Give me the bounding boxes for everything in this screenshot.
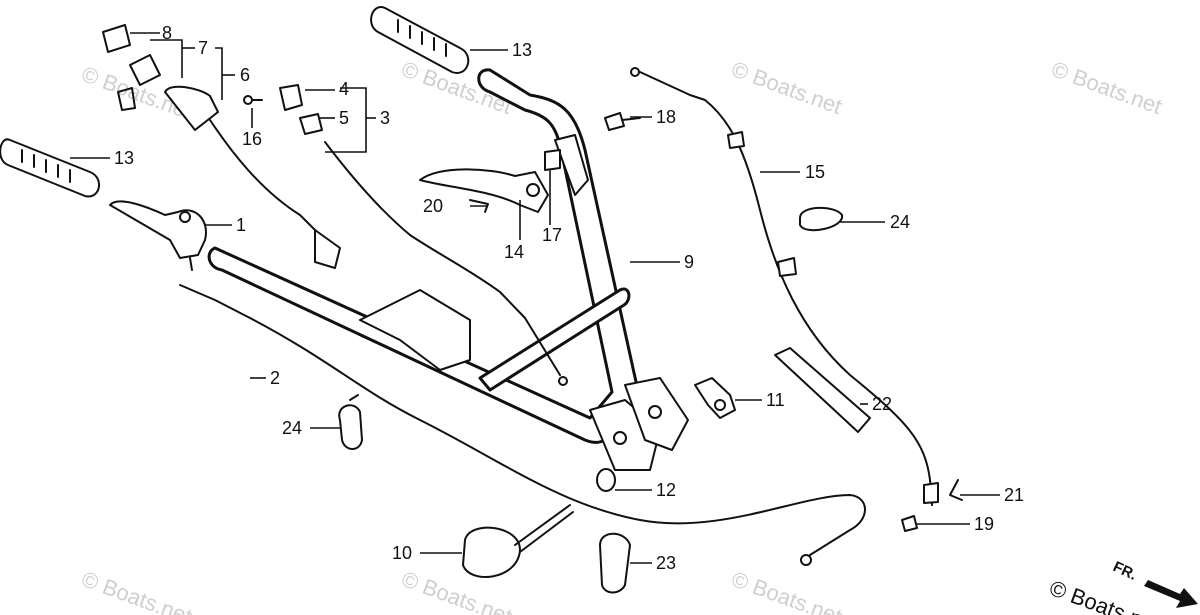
- callout-20: 20: [423, 196, 443, 216]
- switch-7-8: [102, 24, 161, 111]
- callout-18: 18: [656, 107, 676, 127]
- callout-1: 1: [236, 215, 246, 235]
- leader-lines: [70, 32, 1000, 564]
- pin-20: [469, 199, 489, 213]
- cable-15: [630, 67, 939, 506]
- callout-7: 7: [198, 38, 208, 58]
- callout-23: 23: [656, 553, 676, 573]
- handle-pipe: [207, 68, 689, 471]
- clip-21: [949, 479, 963, 501]
- callout-13-right: 13: [512, 40, 532, 60]
- front-label: FR.: [1110, 558, 1139, 584]
- callout-17: 17: [542, 225, 562, 245]
- callout-2: 2: [270, 368, 280, 388]
- callout-9: 9: [684, 252, 694, 272]
- callout-5: 5: [339, 108, 349, 128]
- callout-21: 21: [1004, 485, 1024, 505]
- clamp-24-right: [799, 206, 844, 232]
- cable-3: [279, 84, 568, 386]
- cable-2: [179, 284, 866, 566]
- callout-14: 14: [504, 242, 524, 262]
- callout-16: 16: [242, 129, 262, 149]
- watermark: © Boats.net: [728, 56, 845, 119]
- callout-6: 6: [240, 65, 250, 85]
- front-arrow-icon: [1144, 580, 1198, 608]
- callout-24-left: 24: [282, 418, 302, 438]
- callout-11: 11: [766, 390, 785, 410]
- grip-right: [370, 6, 470, 74]
- copyright-mark: © Boats.net: [1046, 575, 1163, 615]
- bolt-19: [901, 515, 918, 532]
- callout-22: 22: [872, 394, 892, 414]
- grommet-12: [596, 468, 616, 492]
- bolt-18: [604, 112, 641, 131]
- clamp-24-left: [338, 394, 363, 450]
- clip-11: [694, 377, 736, 419]
- callout-19: 19: [974, 514, 994, 534]
- callout-15: 15: [805, 162, 825, 182]
- clamp-23: [599, 532, 631, 594]
- screw-16: [243, 95, 263, 105]
- callout-24-right: 24: [890, 212, 910, 232]
- callout-10: 10: [392, 543, 412, 563]
- watermark: © Boats.net: [1048, 56, 1165, 119]
- callouts: 1 2 3 4 5 6 7 8 9 10 11 12 13 13 14 15 1…: [114, 23, 1024, 573]
- callout-8: 8: [162, 23, 172, 43]
- callout-13-left: 13: [114, 148, 134, 168]
- knob-10: [462, 504, 574, 578]
- throttle-lever: [109, 200, 207, 271]
- switch-cable-6: [164, 85, 341, 269]
- grip-left: [0, 138, 100, 198]
- callout-4: 4: [339, 79, 349, 99]
- watermark: © Boats.net: [728, 566, 845, 615]
- callout-12: 12: [656, 480, 676, 500]
- watermark: © Boats.net: [78, 566, 195, 615]
- callout-3: 3: [380, 108, 390, 128]
- tube-22: [774, 347, 871, 433]
- lever-14: [419, 149, 561, 213]
